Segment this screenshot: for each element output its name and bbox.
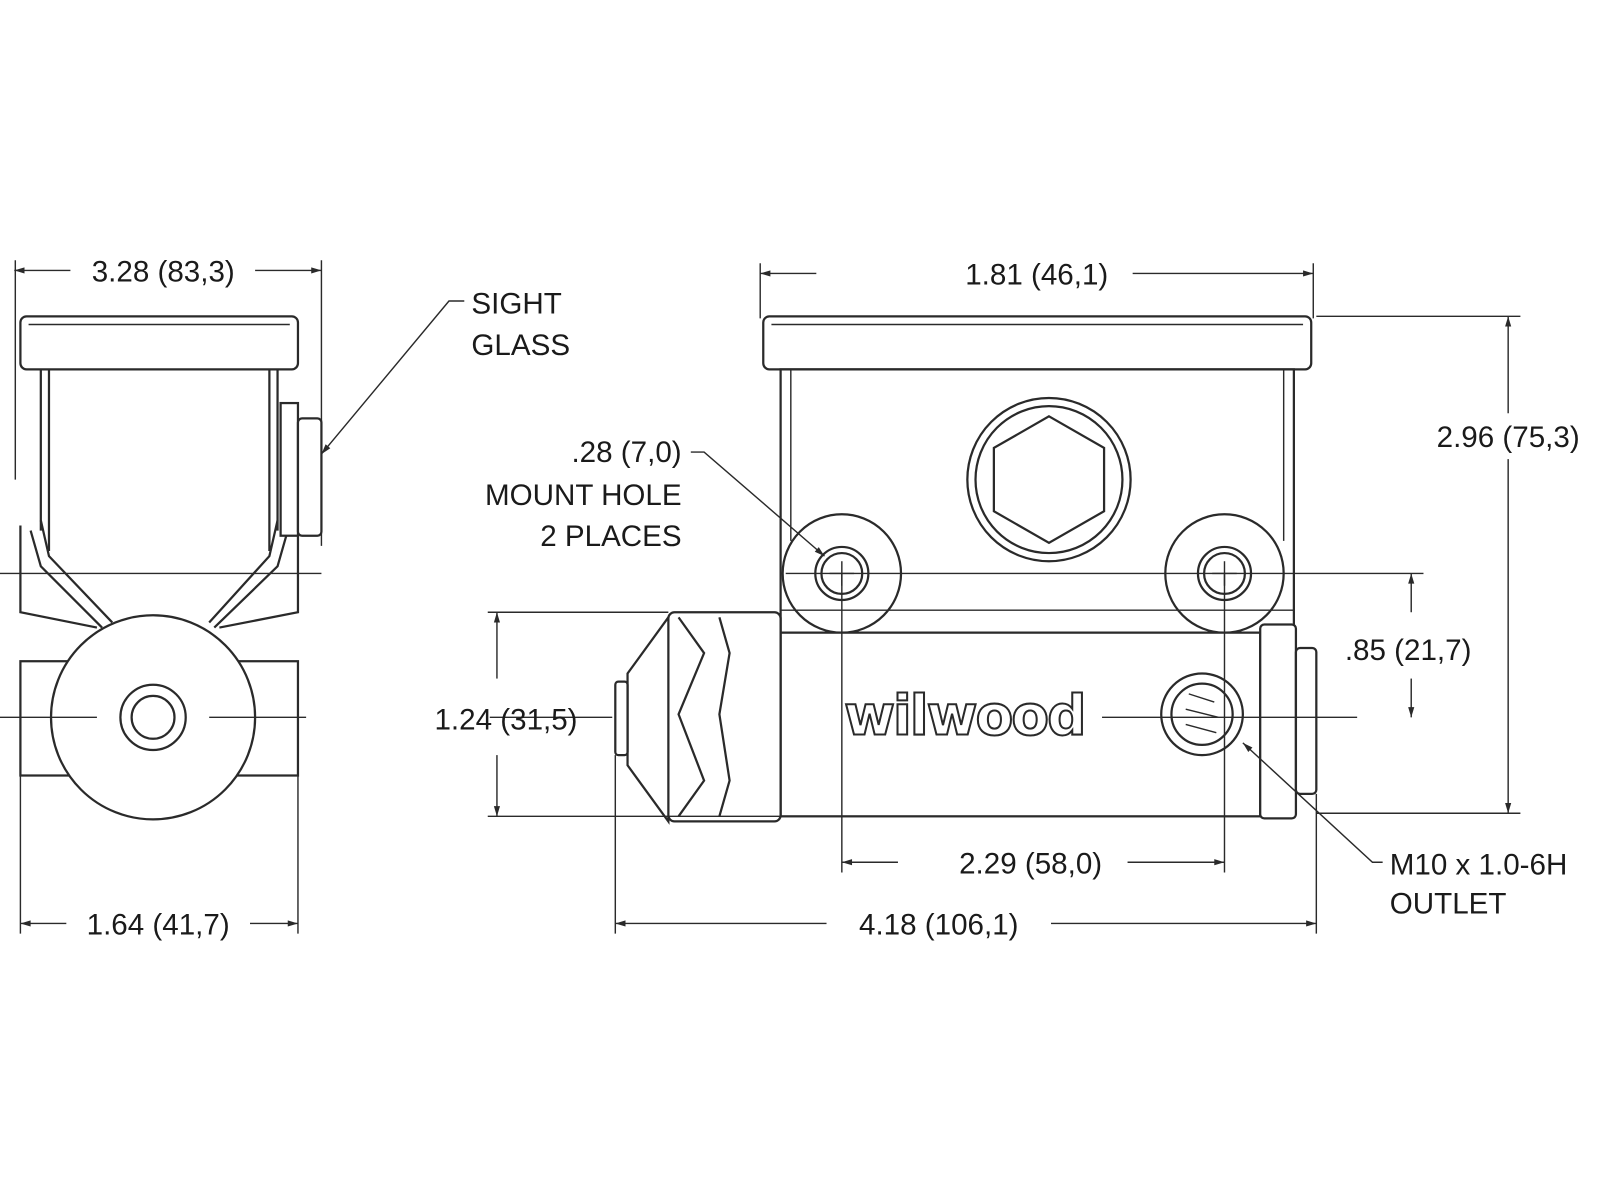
overall-length-label: 4.18 (106,1): [859, 909, 1019, 942]
mount-hole-size-label: .28 (7,0): [571, 436, 681, 469]
side-view: 3.28 (83,3) 1.64 (41,7) SIGHT GLASS: [0, 256, 570, 942]
sight-glass-label-2: GLASS: [471, 329, 570, 362]
bore-height-label: 1.24 (31,5): [434, 704, 577, 737]
hole-to-center-label: .85 (21,7): [1345, 634, 1472, 667]
reservoir-width-label: 1.81 (46,1): [965, 259, 1108, 292]
wilwood-logo: wilwood: [844, 684, 1084, 748]
front-view: 1.81 (46,1) wilwood: [434, 259, 1579, 942]
side-width-top-label: 3.28 (83,3): [92, 256, 235, 289]
mount-hole-label-2: MOUNT HOLE: [485, 479, 682, 512]
outlet-label-2: OUTLET: [1390, 887, 1507, 920]
hole-spacing-label: 2.29 (58,0): [959, 847, 1102, 880]
side-width-bottom-label: 1.64 (41,7): [87, 909, 230, 942]
overall-height-label: 2.96 (75,3): [1437, 421, 1580, 454]
sight-glass-label-1: SIGHT: [471, 287, 561, 320]
outlet-label-1: M10 x 1.0-6H: [1390, 848, 1568, 881]
mount-hole-label-3: 2 PLACES: [540, 520, 681, 553]
